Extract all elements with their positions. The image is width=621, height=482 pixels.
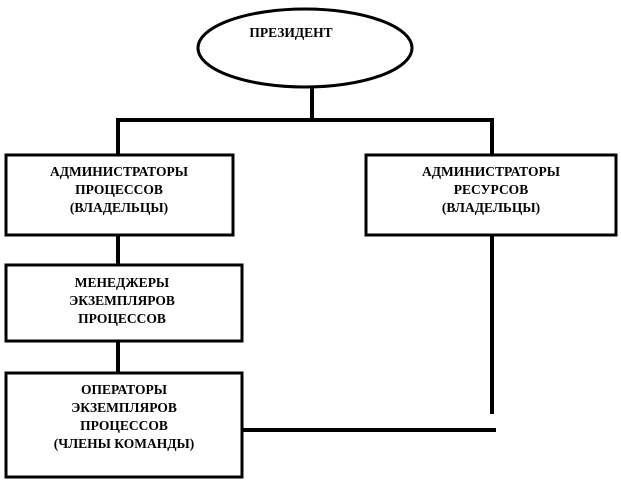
node-process-admins-line-1: АДМИНИСТРАТОРЫ <box>50 164 189 179</box>
node-instance-operators-line-1: ОПЕРАТОРЫ <box>81 382 168 397</box>
node-instance-managers-line-3: ПРОЦЕССОВ <box>78 311 166 326</box>
node-instance-managers-line-2: ЭКЗЕМПЛЯРОВ <box>69 293 175 308</box>
node-process-admins-line-3: (ВЛАДЕЛЬЦЫ) <box>70 200 168 215</box>
node-instance-managers: МЕНЕДЖЕРЫ ЭКЗЕМПЛЯРОВ ПРОЦЕССОВ <box>4 263 244 343</box>
node-process-admins-line-2: ПРОЦЕССОВ <box>75 182 163 197</box>
node-instance-operators-line-2: ЭКЗЕМПЛЯРОВ <box>71 400 177 415</box>
connectors <box>116 88 496 432</box>
node-resource-admins-line-1: АДМИНИСТРАТОРЫ <box>422 164 561 179</box>
node-instance-operators: ОПЕРАТОРЫ ЭКЗЕМПЛЯРОВ ПРОЦЕССОВ (ЧЛЕНЫ К… <box>4 371 244 479</box>
node-resource-admins-line-3: (ВЛАДЕЛЬЦЫ) <box>442 200 540 215</box>
node-resource-admins-line-2: РЕСУРСОВ <box>454 182 528 197</box>
node-process-admins: АДМИНИСТРАТОРЫ ПРОЦЕССОВ (ВЛАДЕЛЬЦЫ) <box>4 153 235 237</box>
node-instance-operators-line-3: ПРОЦЕССОВ <box>80 418 168 433</box>
node-president-line-1: ПРЕЗИДЕНТ <box>249 25 332 40</box>
node-resource-admins: АДМИНИСТРАТОРЫ РЕСУРСОВ (ВЛАДЕЛЬЦЫ) <box>364 153 618 237</box>
node-instance-managers-line-1: МЕНЕДЖЕРЫ <box>75 275 170 290</box>
node-instance-operators-line-4: (ЧЛЕНЫ КОМАНДЫ) <box>54 436 195 451</box>
node-president: ПРЕЗИДЕНТ <box>196 7 414 89</box>
